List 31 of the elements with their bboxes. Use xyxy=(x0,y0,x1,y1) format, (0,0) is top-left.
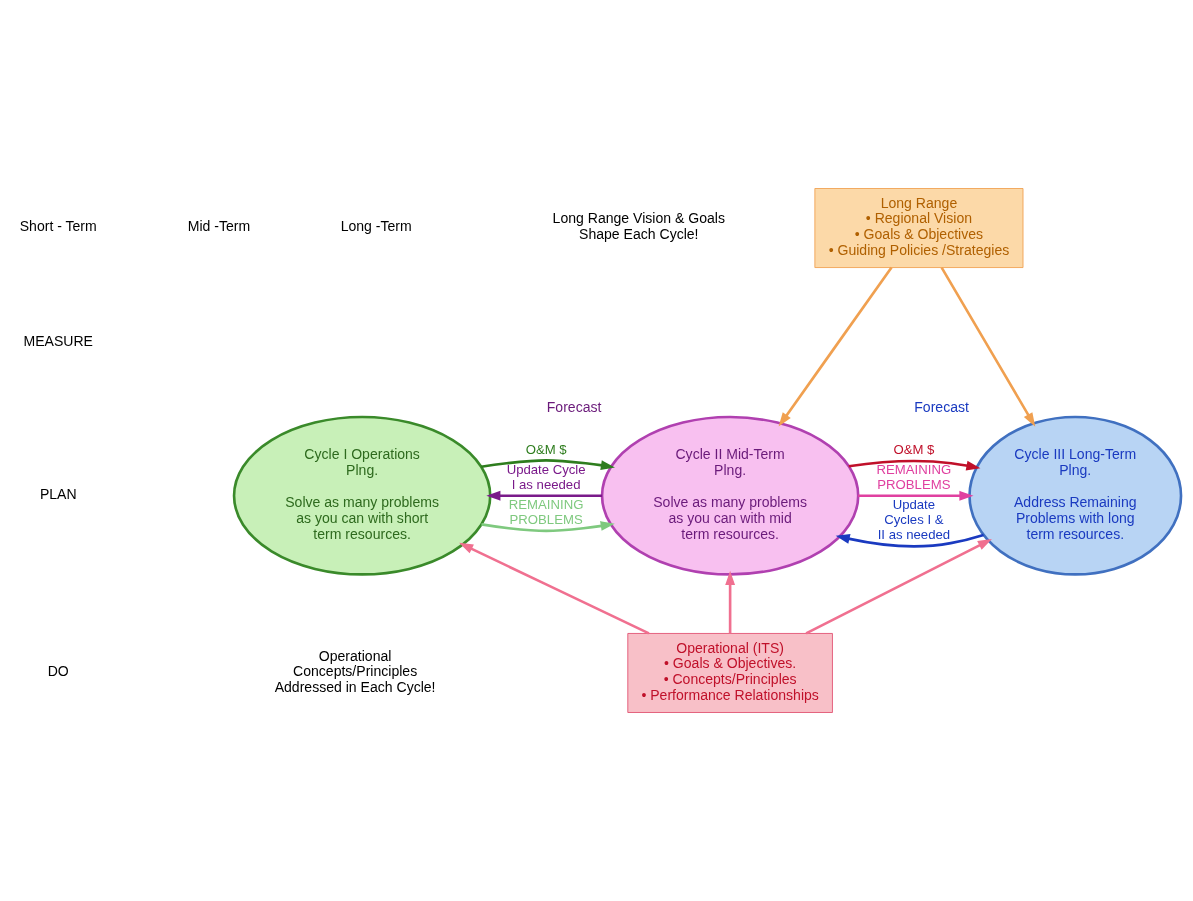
node-ellipse: Cycle I Operations Plng. Solve as many problems as you can with short term resources. xyxy=(232,415,492,576)
node-ellipse: Cycle III Long-Term Plng. Address Remaining Problems with long term resources. xyxy=(968,415,1183,576)
arrow xyxy=(940,266,1036,427)
label: Mid -Term xyxy=(187,218,251,235)
arrow xyxy=(778,266,893,427)
arrow xyxy=(481,521,615,533)
label: Short - Term xyxy=(19,218,97,235)
label: MEASURE xyxy=(23,332,93,349)
label: Long Range Vision & Goals Shape Each Cycle! xyxy=(552,210,725,243)
node-box: Operational (ITS) • Goals & Objectives. • Concepts/Principles • Performance Relationships xyxy=(627,633,833,713)
arrow xyxy=(858,490,974,501)
edge-label: REMAINING PROBLEMS xyxy=(876,461,952,492)
node-label: Forecast xyxy=(914,399,969,416)
arrow xyxy=(835,533,984,548)
label: Long -Term xyxy=(340,218,412,235)
label: Operational Concepts/Principles Addressed in Each Cycle! xyxy=(274,647,436,696)
edge-label: Update Cycle I as needed xyxy=(506,461,586,492)
arrow xyxy=(805,538,992,635)
label: PLAN xyxy=(39,486,77,503)
edge-label: Update Cycles I & II as needed xyxy=(877,496,951,542)
arrow xyxy=(725,570,736,634)
arrow xyxy=(459,542,650,635)
node-label: Forecast xyxy=(546,399,602,416)
node-box: Long Range • Regional Vision • Goals & Objectives • Guiding Policies /Strategies xyxy=(814,188,1024,268)
arrow xyxy=(481,459,615,471)
arrow xyxy=(486,490,603,501)
edge-label: O&M $ xyxy=(525,441,567,457)
edge-label: REMAINING PROBLEMS xyxy=(508,496,584,527)
arrow xyxy=(848,459,981,471)
edge-label: O&M $ xyxy=(893,441,935,457)
label: DO xyxy=(47,663,69,680)
